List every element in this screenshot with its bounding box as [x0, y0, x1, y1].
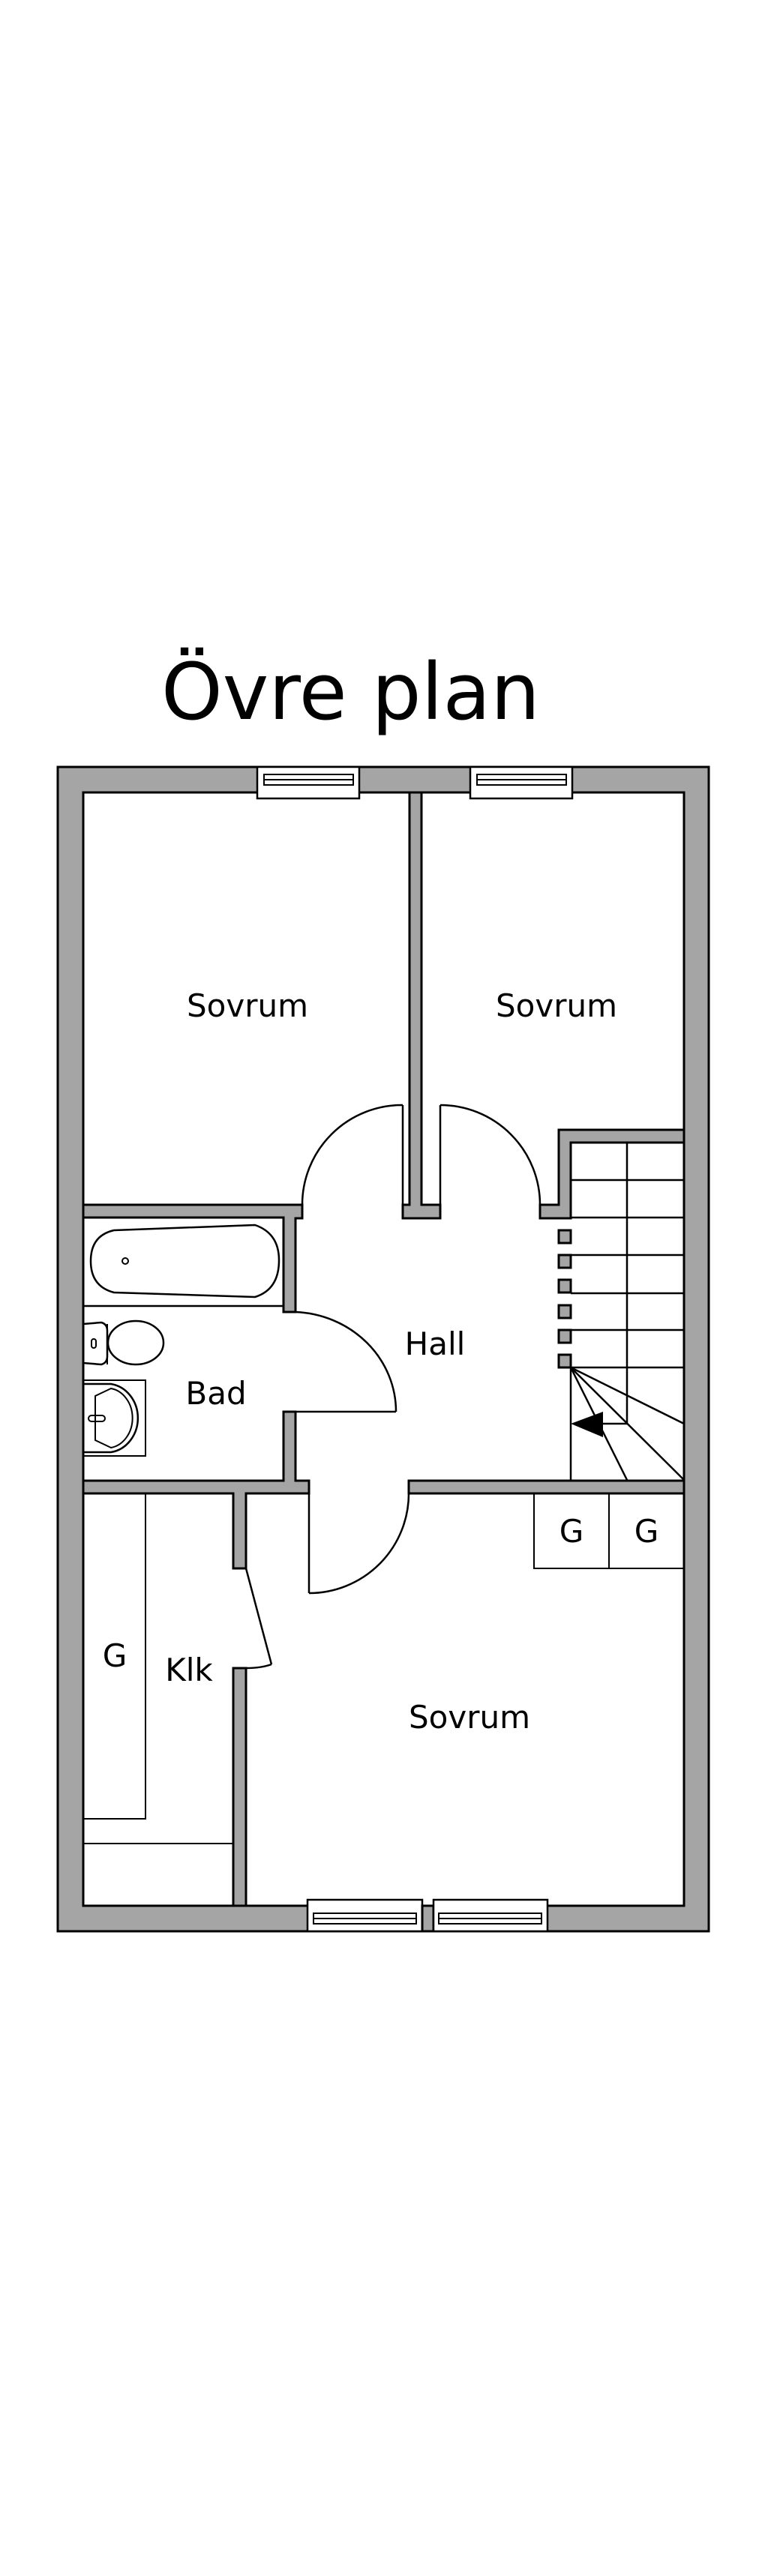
window-top-right: [469, 765, 574, 800]
door-closet: [244, 1568, 273, 1670]
stair-balusters: [557, 1229, 572, 1369]
wardrobes: [533, 1493, 685, 1569]
bathtub-drain-icon: [122, 1257, 129, 1265]
room-label-walk-in-closet: Klk: [165, 1652, 213, 1688]
window-bottom-right: [432, 1898, 549, 1933]
room-label-wardrobe-1: G: [560, 1513, 584, 1550]
room-label-bedroom-top-left: Sovrum: [187, 987, 308, 1024]
wall-bedroom-partition: [401, 778, 442, 1220]
window-top-left: [256, 765, 361, 800]
plan-title: Övre plan: [161, 646, 540, 738]
window-bottom-left: [306, 1898, 424, 1933]
wall-closet-bedroom: [232, 1667, 248, 1921]
door-bedroom-top-left: [301, 1104, 404, 1206]
stair-direction-arrow-icon: [571, 1412, 603, 1437]
room-label-wardrobe-closet: G: [103, 1637, 128, 1674]
room-label-bedroom-bottom: Sovrum: [409, 1699, 530, 1736]
staircase: [569, 1143, 685, 1481]
door-bedroom-top-right: [439, 1104, 542, 1206]
wall-hall-bedroom: [407, 1479, 699, 1495]
room-label-wardrobe-2: G: [634, 1513, 659, 1550]
room-label-hall: Hall: [405, 1325, 466, 1362]
window-mullion: [421, 1904, 435, 1933]
sink-icon: [82, 1379, 146, 1457]
toilet-icon: [82, 1319, 165, 1366]
door-bedroom-bottom: [308, 1493, 410, 1595]
room-label-bathroom: Bad: [185, 1375, 246, 1412]
door-bathroom: [284, 1310, 398, 1413]
walk-in-closet-shelves: [83, 1493, 233, 1844]
interior-floor: [83, 792, 684, 1906]
bathtub-icon: [89, 1224, 280, 1298]
room-label-bedroom-top-right: Sovrum: [496, 987, 617, 1024]
